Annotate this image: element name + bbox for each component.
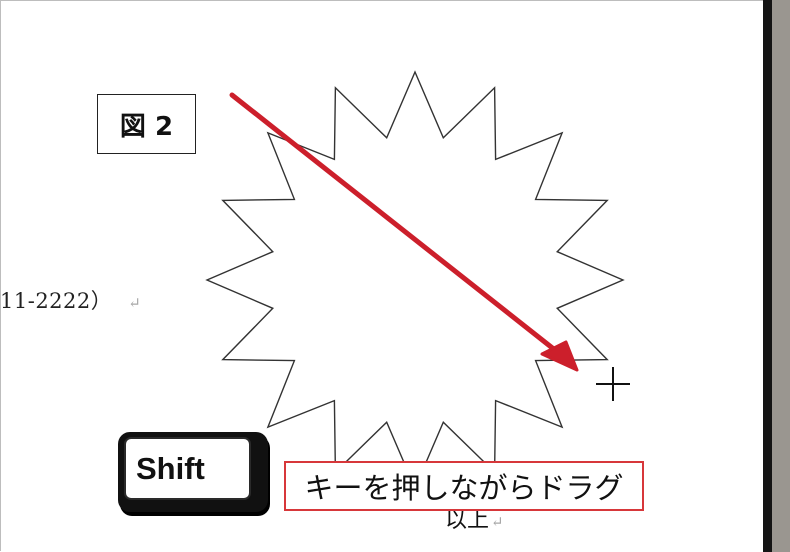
phone-number-text: 11-2222） ↵ bbox=[0, 284, 141, 318]
starburst-shape-icon[interactable] bbox=[205, 70, 625, 490]
window-edge bbox=[763, 0, 772, 552]
instruction-caption: キーを押しながらドラグ bbox=[284, 461, 644, 511]
red-arrow-icon bbox=[540, 340, 579, 372]
crosshair-cursor-icon bbox=[596, 367, 630, 401]
paragraph-mark-icon: ↵ bbox=[128, 294, 142, 312]
drag-arrow-line bbox=[229, 92, 563, 357]
figure-label: 図 2 bbox=[97, 94, 196, 154]
shift-key-face: Shift bbox=[124, 437, 251, 500]
shift-key-label: Shift bbox=[136, 451, 205, 486]
paragraph-mark-icon: ↵ bbox=[491, 513, 504, 531]
scrollbar-track[interactable] bbox=[772, 0, 790, 552]
shift-key-icon: Shift bbox=[118, 432, 268, 512]
phone-number-value: 11-2222） bbox=[0, 289, 113, 313]
closing-text: 以上↵ bbox=[445, 504, 504, 538]
closing-word: 以上 bbox=[445, 508, 490, 533]
